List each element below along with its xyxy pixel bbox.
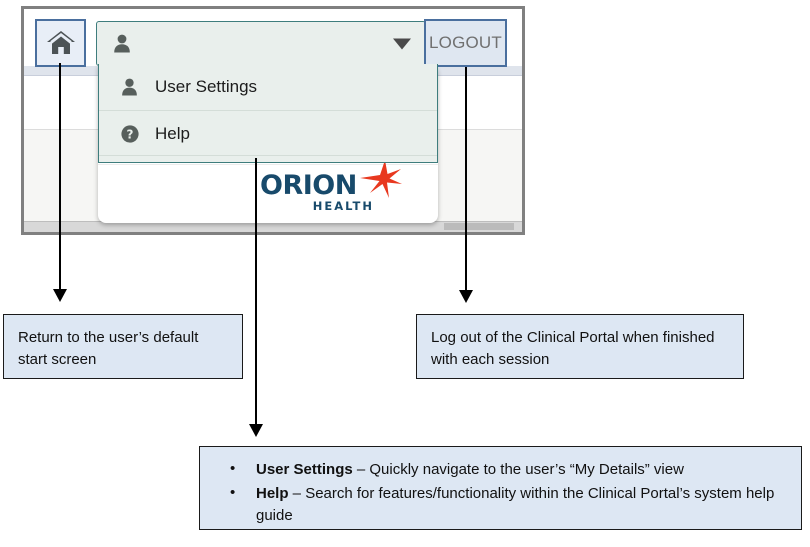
list-item-term: User Settings [256,461,353,478]
logout-button-label: LOGOUT [429,33,502,52]
callout-logout-text: Log out of the Clinical Portal when fini… [431,329,715,368]
user-dropdown-field[interactable] [96,21,426,66]
question-circle-icon: ? [121,124,147,143]
callout-menu: • User Settings – Quickly navigate to th… [199,446,802,530]
user-icon [113,34,131,53]
logo-subtext: HEALTH [312,199,374,213]
user-menu-dropdown[interactable]: User Settings ? Help [98,64,438,163]
panel-rule [98,164,438,165]
svg-text:?: ? [127,127,134,141]
bullet-glyph: • [230,483,236,501]
logo-wordmark: ORION [260,170,357,201]
menu-item-user-settings[interactable]: User Settings [99,64,437,110]
star-icon [360,160,402,198]
list-item-term: Help [256,484,289,502]
menu-footer-strip [99,155,437,162]
callout-home-text: Return to the user’s default start scree… [18,329,199,368]
home-button[interactable] [35,19,86,67]
horizontal-scrollbar[interactable] [444,223,514,230]
callout-logout: Log out of the Clinical Portal when fini… [416,314,744,379]
list-item: • Help – Search for features/functionali… [216,483,785,527]
menu-item-help[interactable]: ? Help [99,110,437,156]
menu-item-label: Help [155,123,190,143]
list-item: • User Settings – Quickly navigate to th… [216,459,785,481]
app-window: ORION HEALTH [24,9,522,232]
bullet-glyph: • [230,460,236,477]
list-item-rest: – Search for features/functionality with… [256,484,775,524]
logout-button[interactable]: LOGOUT [424,19,507,67]
callout-home: Return to the user’s default start scree… [3,314,243,379]
callout-menu-list: • User Settings – Quickly navigate to th… [216,459,785,526]
user-icon [121,78,147,96]
list-item-rest: – Quickly navigate to the user’s “My Det… [352,461,684,478]
orion-health-logo: ORION HEALTH [260,160,402,217]
home-icon [46,31,75,54]
chevron-down-icon [393,38,411,49]
screenshot-panel: ORION HEALTH [21,6,525,235]
menu-item-label: User Settings [155,77,258,96]
